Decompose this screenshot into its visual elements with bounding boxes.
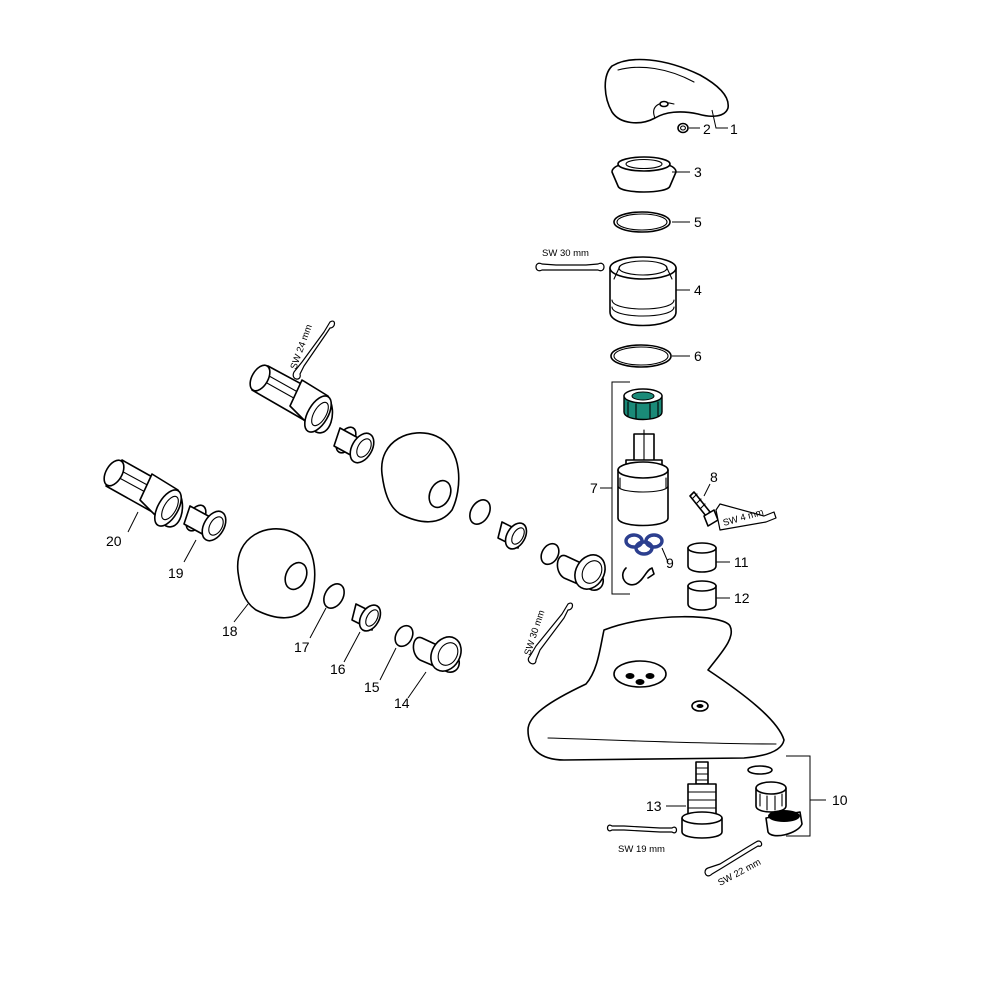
wrench-30-mid-part: SW 30 mm <box>522 602 574 665</box>
part-number-13: 13 <box>646 798 662 814</box>
part-number-12: 12 <box>734 590 750 606</box>
part-number-3: 3 <box>694 164 702 180</box>
part-number-18: 18 <box>222 623 238 639</box>
part-number-14: 14 <box>394 695 410 711</box>
wrench-30-top-part: SW 30 mm <box>535 248 605 272</box>
part-number-7: 7 <box>590 480 598 496</box>
bracket-10 <box>786 755 811 837</box>
fixing-screw-part <box>689 491 719 527</box>
part-number-6: 6 <box>694 348 702 364</box>
upper-adapter-part <box>333 426 375 464</box>
upper-union-nut-part <box>556 554 606 591</box>
tool-label-wrench-19: SW 19 mm <box>618 844 665 855</box>
part-number-8: 8 <box>710 469 718 485</box>
sleeve-12-part <box>687 580 717 611</box>
handle-part <box>604 58 729 124</box>
upper-check-valve-part <box>497 521 528 550</box>
cartridge-assembly-part <box>617 388 669 527</box>
part-number-11: 11 <box>734 554 749 570</box>
cover-cap-part <box>611 156 677 193</box>
upper-washer-small-part <box>540 542 560 566</box>
seal-set-part <box>621 533 664 586</box>
part-number-15: 15 <box>364 679 380 695</box>
washer-17-part <box>323 583 345 609</box>
check-valve-part <box>351 603 382 632</box>
upper-rosette-part <box>381 432 460 523</box>
part-number-9: 9 <box>666 555 674 571</box>
wrench-22-part: SW 22 mm <box>704 840 763 889</box>
part-numbers: 1 2 3 5 4 6 7 8 9 11 12 10 13 20 19 18 1… <box>106 121 848 814</box>
hex-key-part: SW 4 mm <box>715 503 777 531</box>
part-number-17: 17 <box>294 639 310 655</box>
adapter-part <box>183 504 227 542</box>
diverter-part <box>681 761 723 839</box>
part-number-4: 4 <box>694 282 702 298</box>
part-number-2: 2 <box>703 121 711 137</box>
s-union-part <box>103 459 184 528</box>
tool-label-wrench-30-top: SW 30 mm <box>542 248 589 259</box>
aerator-set-part <box>747 765 803 837</box>
part-number-1: 1 <box>730 121 738 137</box>
o-ring-upper-part <box>613 211 671 233</box>
clamp-nut-part <box>609 256 677 327</box>
part-number-5: 5 <box>694 214 702 230</box>
tool-label-wrench-30-mid: SW 30 mm <box>522 609 547 657</box>
wrench-24-part: SW 24 mm <box>288 320 336 380</box>
part-number-20: 20 <box>106 533 122 549</box>
part-number-10: 10 <box>832 792 848 808</box>
leader-lines <box>127 109 826 807</box>
cap-11-part <box>687 542 717 573</box>
rosette-part <box>237 528 316 619</box>
o-ring-lower-part <box>610 344 672 368</box>
upper-s-union-part <box>249 364 334 434</box>
part-number-16: 16 <box>330 661 346 677</box>
spout-body-part <box>527 615 785 761</box>
union-nut-part <box>412 636 462 673</box>
set-screw-part <box>677 122 689 134</box>
wrench-19-part: SW 19 mm <box>606 824 678 855</box>
part-number-19: 19 <box>168 565 184 581</box>
washer-15-part <box>394 624 414 648</box>
upper-washer-part <box>469 499 491 525</box>
